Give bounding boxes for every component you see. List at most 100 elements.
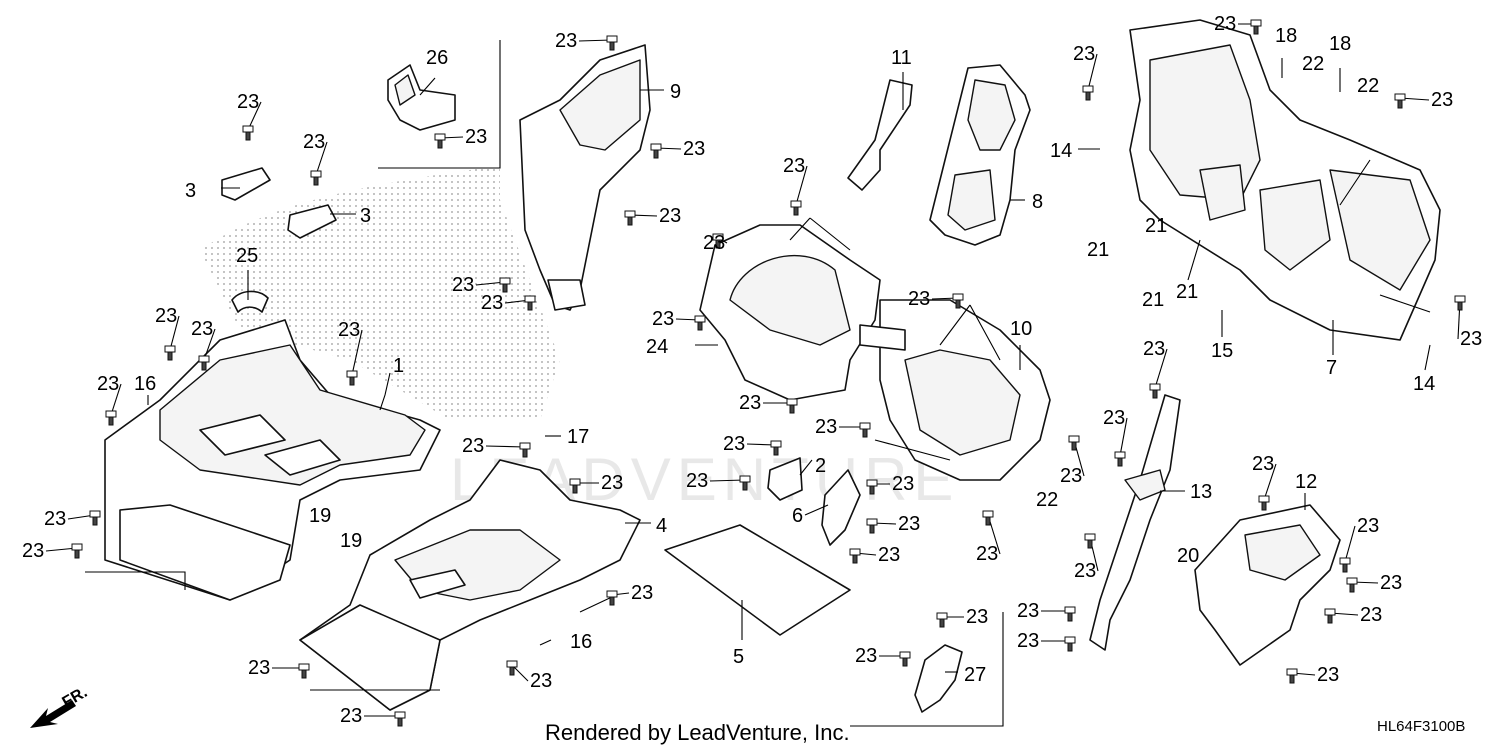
- callout-23[interactable]: 23: [659, 205, 681, 227]
- callout-23[interactable]: 23: [1103, 407, 1125, 429]
- callout-21d[interactable]: 21: [1176, 281, 1198, 303]
- bolt-icon[interactable]: [198, 355, 210, 371]
- bolt-icon[interactable]: [1258, 495, 1270, 511]
- bolt-icon[interactable]: [624, 210, 636, 226]
- callout-12[interactable]: 12: [1295, 471, 1317, 493]
- callout-6[interactable]: 6: [792, 505, 803, 527]
- callout-23[interactable]: 23: [703, 232, 725, 254]
- bolt-icon[interactable]: [899, 651, 911, 667]
- bolt-icon[interactable]: [650, 143, 662, 159]
- bolt-icon[interactable]: [310, 170, 322, 186]
- bolt-icon[interactable]: [1394, 93, 1406, 109]
- bolt-icon[interactable]: [434, 133, 446, 149]
- bolt-icon[interactable]: [164, 345, 176, 361]
- bolt-icon[interactable]: [1082, 85, 1094, 101]
- callout-23[interactable]: 23: [1060, 465, 1082, 487]
- bolt-icon[interactable]: [694, 315, 706, 331]
- callout-23[interactable]: 23: [783, 155, 805, 177]
- callout-21a[interactable]: 21: [1145, 215, 1167, 237]
- bolt-icon[interactable]: [105, 410, 117, 426]
- callout-23[interactable]: 23: [97, 373, 119, 395]
- bolt-icon[interactable]: [1339, 557, 1351, 573]
- callout-19b[interactable]: 19: [340, 530, 362, 552]
- callout-23[interactable]: 23: [555, 30, 577, 52]
- callout-16b[interactable]: 16: [570, 631, 592, 653]
- callout-22b[interactable]: 22: [1357, 75, 1379, 97]
- callout-23[interactable]: 23: [462, 435, 484, 457]
- bolt-icon[interactable]: [298, 663, 310, 679]
- bolt-icon[interactable]: [849, 548, 861, 564]
- bolt-icon[interactable]: [936, 612, 948, 628]
- callout-26[interactable]: 26: [426, 47, 448, 69]
- bolt-icon[interactable]: [952, 293, 964, 309]
- callout-23[interactable]: 23: [976, 543, 998, 565]
- callout-23[interactable]: 23: [683, 138, 705, 160]
- callout-23[interactable]: 23: [1252, 453, 1274, 475]
- callout-23[interactable]: 23: [1143, 338, 1165, 360]
- callout-2[interactable]: 2: [815, 455, 826, 477]
- callout-9[interactable]: 9: [670, 81, 681, 103]
- bolt-icon[interactable]: [1346, 577, 1358, 593]
- bolt-icon[interactable]: [1149, 383, 1161, 399]
- callout-23[interactable]: 23: [44, 508, 66, 530]
- callout-4[interactable]: 4: [656, 515, 667, 537]
- callout-23[interactable]: 23: [1380, 572, 1402, 594]
- callout-23[interactable]: 23: [966, 606, 988, 628]
- callout-23[interactable]: 23: [892, 473, 914, 495]
- callout-23[interactable]: 23: [1214, 13, 1236, 35]
- bolt-icon[interactable]: [1084, 533, 1096, 549]
- callout-23[interactable]: 23: [1360, 604, 1382, 626]
- callout-10[interactable]: 10: [1010, 318, 1032, 340]
- callout-21b[interactable]: 21: [1087, 239, 1109, 261]
- callout-24[interactable]: 24: [646, 336, 668, 358]
- bolt-icon[interactable]: [569, 478, 581, 494]
- bolt-icon[interactable]: [790, 200, 802, 216]
- callout-23[interactable]: 23: [1073, 43, 1095, 65]
- bolt-icon[interactable]: [770, 440, 782, 456]
- callout-1[interactable]: 1: [393, 355, 404, 377]
- bolt-icon[interactable]: [1250, 19, 1262, 35]
- callout-23[interactable]: 23: [1317, 664, 1339, 686]
- callout-23[interactable]: 23: [1431, 89, 1453, 111]
- callout-16a[interactable]: 16: [134, 373, 156, 395]
- callout-23[interactable]: 23: [303, 131, 325, 153]
- callout-23[interactable]: 23: [815, 416, 837, 438]
- callout-23[interactable]: 23: [191, 318, 213, 340]
- callout-23[interactable]: 23: [652, 308, 674, 330]
- callout-23[interactable]: 23: [723, 433, 745, 455]
- callout-3b[interactable]: 3: [360, 205, 371, 227]
- bolt-icon[interactable]: [1064, 636, 1076, 652]
- callout-23[interactable]: 23: [739, 392, 761, 414]
- callout-22c[interactable]: 22: [1036, 489, 1058, 511]
- bolt-icon[interactable]: [606, 590, 618, 606]
- callout-23[interactable]: 23: [898, 513, 920, 535]
- callout-23[interactable]: 23: [1460, 328, 1482, 350]
- callout-23[interactable]: 23: [1357, 515, 1379, 537]
- callout-23[interactable]: 23: [908, 288, 930, 310]
- callout-14b[interactable]: 14: [1413, 373, 1435, 395]
- callout-23[interactable]: 23: [465, 126, 487, 148]
- bolt-icon[interactable]: [1286, 668, 1298, 684]
- bolt-icon[interactable]: [712, 233, 724, 249]
- bolt-icon[interactable]: [1064, 606, 1076, 622]
- bolt-icon[interactable]: [1068, 435, 1080, 451]
- bolt-icon[interactable]: [1454, 295, 1466, 311]
- callout-14a[interactable]: 14: [1050, 140, 1072, 162]
- callout-23[interactable]: 23: [878, 544, 900, 566]
- bolt-icon[interactable]: [982, 510, 994, 526]
- callout-23[interactable]: 23: [601, 472, 623, 494]
- callout-11[interactable]: 11: [891, 47, 912, 69]
- bolt-icon[interactable]: [1324, 608, 1336, 624]
- bolt-icon[interactable]: [606, 35, 618, 51]
- callout-23[interactable]: 23: [686, 470, 708, 492]
- bolt-icon[interactable]: [499, 277, 511, 293]
- callout-23[interactable]: 23: [22, 540, 44, 562]
- callout-23[interactable]: 23: [340, 705, 362, 727]
- callout-23[interactable]: 23: [1074, 560, 1096, 582]
- bolt-icon[interactable]: [519, 442, 531, 458]
- callout-15[interactable]: 15: [1211, 340, 1233, 362]
- callout-25[interactable]: 25: [236, 245, 258, 267]
- callout-17[interactable]: 17: [567, 426, 589, 448]
- bolt-icon[interactable]: [242, 125, 254, 141]
- callout-22a[interactable]: 22: [1302, 53, 1324, 75]
